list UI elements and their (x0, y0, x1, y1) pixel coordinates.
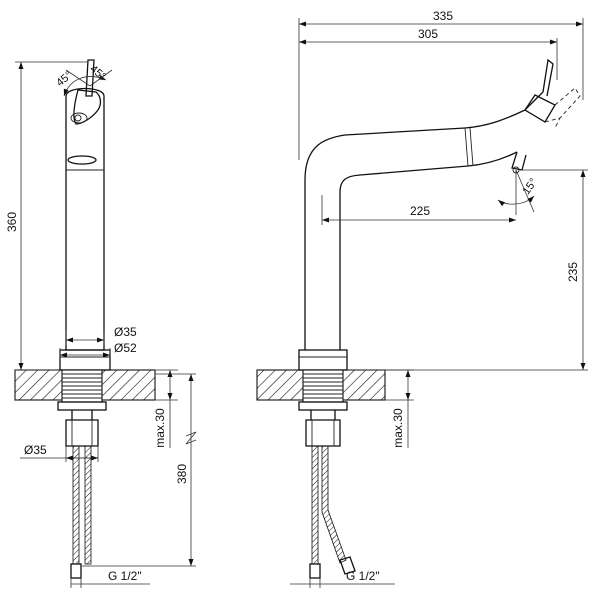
side-view: 15° 335 (256, 9, 588, 588)
side-thread-label: G 1/2" (346, 569, 380, 583)
front-body-diameter-label: Ø35 (114, 325, 137, 339)
side-spout-reach-dimension: 225 (321, 195, 516, 225)
side-total-width-dimension: 335 (298, 9, 584, 160)
side-mounting-nut (298, 401, 348, 411)
side-lever-handle (524, 58, 581, 129)
front-thread-dimension: G 1/2" (70, 569, 150, 588)
front-mounting-bracket (65, 410, 99, 447)
side-hoses (309, 420, 356, 579)
side-shank-thread-lines (303, 373, 343, 399)
front-hoses (70, 420, 93, 579)
front-mounting-nut (57, 401, 107, 411)
front-base-diameter-label: Ø52 (114, 341, 137, 355)
front-height-dimension: 360 (5, 61, 88, 371)
side-tilt-label: 15° (520, 176, 539, 197)
front-shank-diameter-dimension: Ø35 (20, 443, 99, 462)
side-thread-dimension: G 1/2" (290, 569, 395, 588)
front-hose-length-label: 380 (175, 464, 189, 484)
side-max-thickness-label: max.30 (391, 408, 405, 448)
side-total-width-label: 335 (433, 9, 453, 23)
side-mounting-bracket (305, 410, 341, 447)
side-spout-height-dimension: 235 (347, 169, 588, 371)
front-hose-length-dimension: 380 (82, 373, 197, 567)
front-angle-left-label: 45° (54, 69, 74, 89)
side-tilt-indicator: 15° (497, 169, 540, 215)
front-angle-right-label: 45° (87, 63, 107, 83)
side-spout-width-dimension: 305 (299, 27, 558, 80)
front-shank-diameter-label: Ø35 (24, 443, 47, 457)
side-spout-height-label: 235 (566, 262, 580, 282)
front-thread-label: G 1/2" (108, 569, 142, 583)
side-spout-reach-label: 225 (410, 204, 430, 218)
side-faucet-body (298, 91, 544, 371)
front-height-label: 360 (5, 212, 19, 232)
front-shank-thread-lines (62, 373, 102, 399)
front-view: 45° 45° (5, 59, 197, 588)
front-max-thickness-label: max.30 (153, 408, 167, 448)
front-faucet-body (59, 87, 111, 371)
front-max-thickness-dimension: max.30 (153, 369, 178, 448)
front-base-diameter-dimension: Ø52 (59, 341, 137, 358)
front-body-diameter-dimension: Ø35 (65, 325, 137, 345)
side-spout-width-label: 305 (418, 27, 438, 41)
side-max-thickness-dimension: max.30 (385, 369, 414, 448)
